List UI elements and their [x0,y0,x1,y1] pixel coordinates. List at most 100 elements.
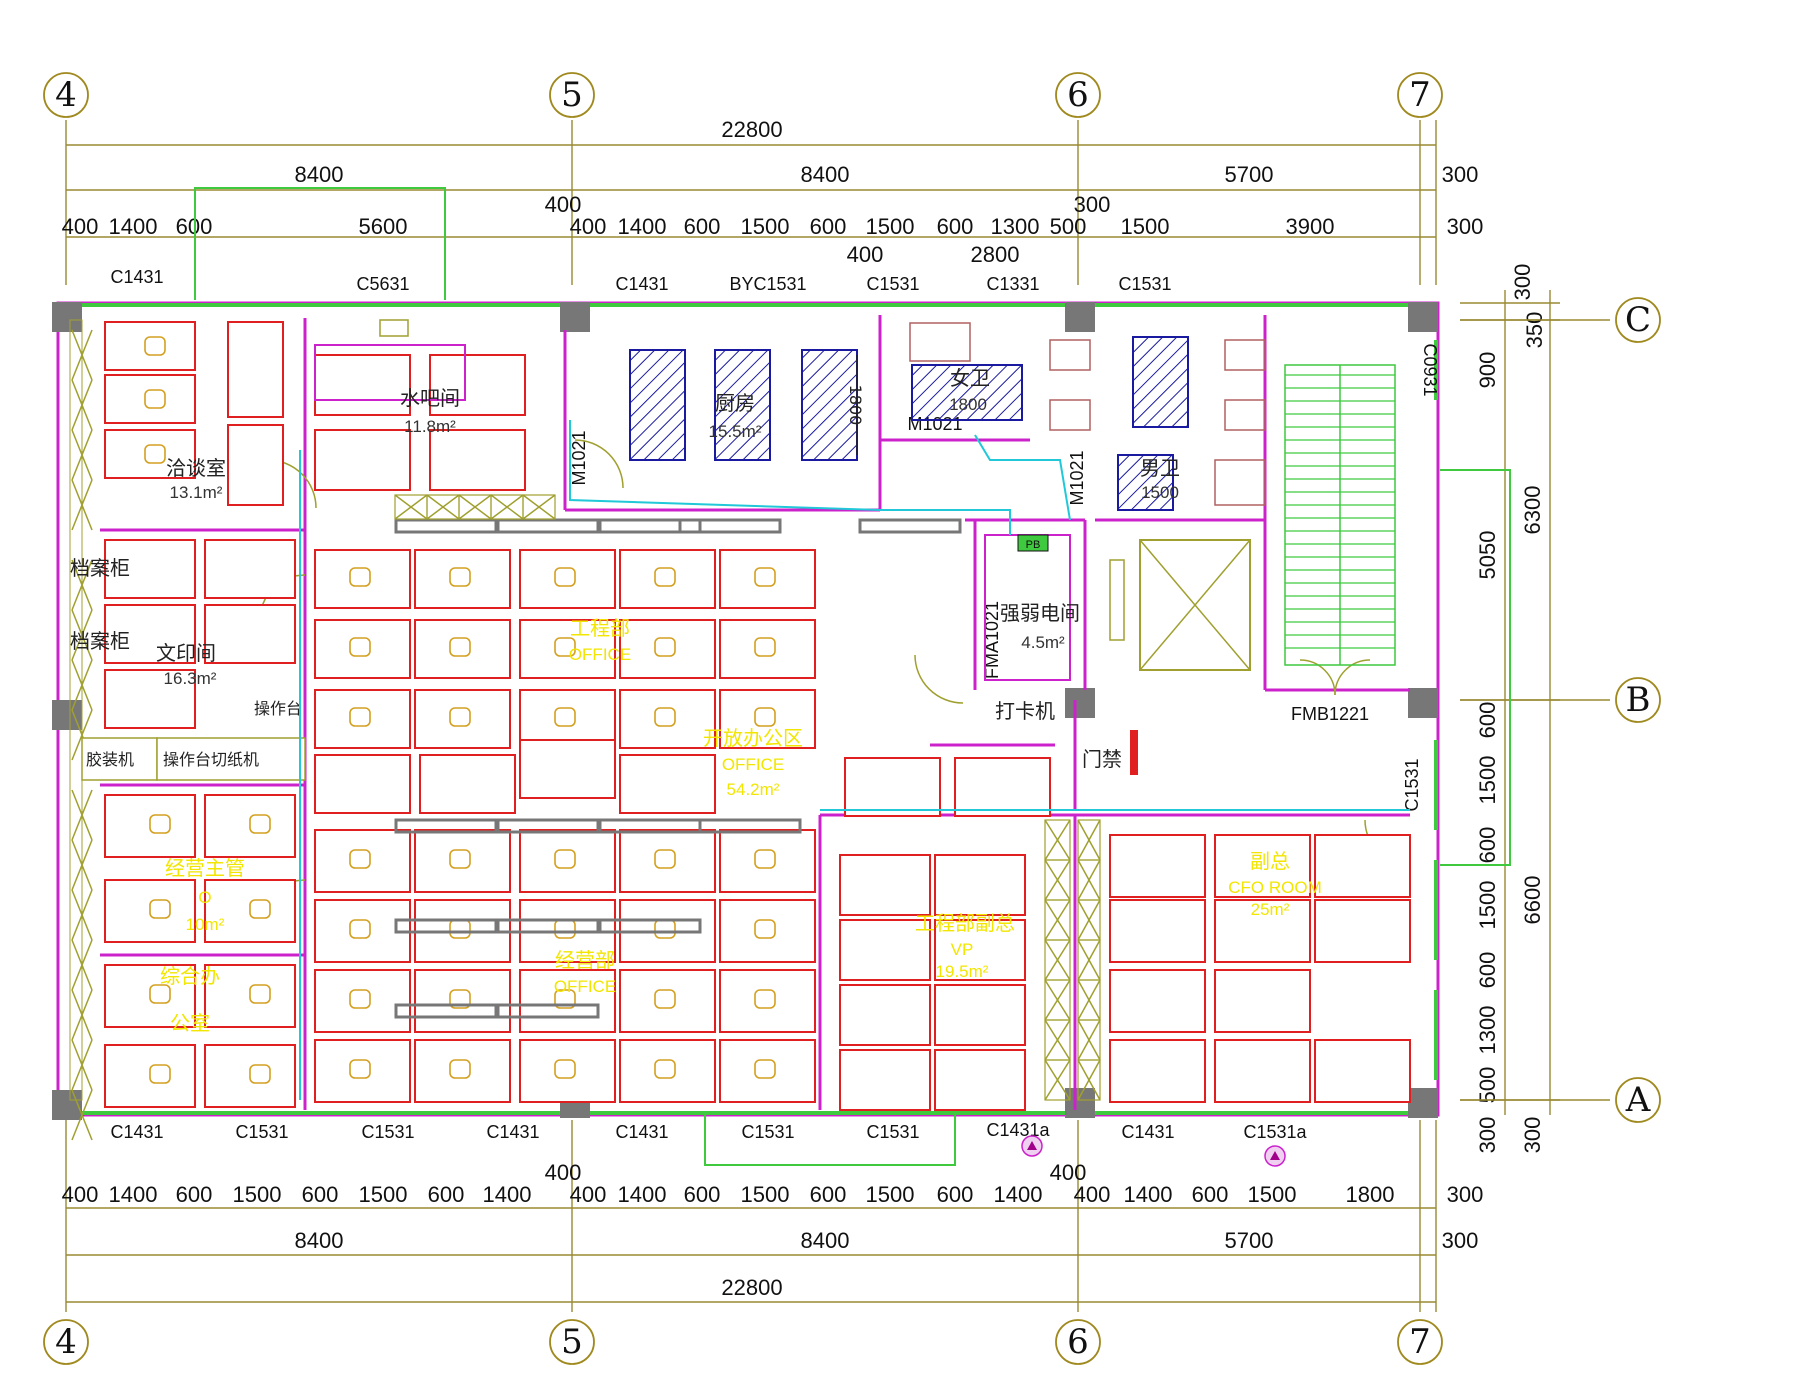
meeting-name: 洽谈室 [166,456,226,480]
chair [754,989,776,1009]
chair [249,814,271,834]
storage-cross [394,494,428,520]
win-top-4: BYC1531 [729,274,806,294]
dim-bottom-detail: 600 [176,1182,213,1207]
chair [449,1059,471,1079]
water-bar-name: 水吧间 [400,386,460,410]
meeting-area: 13.1m² [170,483,223,502]
desk [414,829,511,893]
dim-bottom-span-4: 300 [1442,1228,1479,1253]
cabinet-cross [71,559,93,611]
desk [954,757,1051,817]
win-right-2: C1531 [1402,758,1422,811]
win-top-6: C1331 [986,274,1039,294]
archive-label-2: 档案柜 [70,629,130,653]
desk [429,429,526,491]
desk [414,969,511,1033]
desk [204,879,296,943]
win-right-1: C0931 [1420,343,1440,396]
win-bottom-9: C1431 [1121,1122,1174,1142]
chair [754,1059,776,1079]
desk [619,1039,716,1103]
partition-bar [678,518,782,534]
archive-label-1: 档案柜 [70,556,130,580]
partition-bar [698,818,802,834]
desk [204,539,296,599]
kitchen-area: 1800 厨房 15.5m² [629,349,865,461]
operations-name: 经营部 [555,948,615,972]
desk [1214,969,1311,1033]
chair [249,984,271,1004]
chair [349,637,371,657]
dim-top-detail: 1300 [991,214,1040,239]
dim-bottom-detail: 400 [1050,1160,1087,1185]
dim-right-outer: 350 [1522,312,1547,349]
cabinet-cross [71,429,93,481]
dim-right-inner: 1500 [1475,756,1500,805]
axis-7-top: 7 [1409,75,1431,115]
desk [1109,899,1206,963]
cabinet-cross [71,1089,93,1141]
dim-top-detail: 500 [1050,214,1087,239]
dim-top-detail: 400 [545,192,582,217]
win-bottom-3: C1531 [361,1122,414,1142]
desk [519,739,616,799]
dim-top-detail: 1500 [741,214,790,239]
women-wc-name: 女卫 [950,366,990,390]
desk [619,969,716,1033]
chair [349,1059,371,1079]
service-lines [194,187,1511,1166]
storage-cross [1077,939,1101,981]
partition-bar [496,818,600,834]
dim-top-detail: 400 [62,214,99,239]
manager-sub: O [198,888,211,907]
kitchen-area-label: 15.5m² [709,422,762,441]
binder-label: 胶装机 [86,750,134,769]
dim-bottom-detail: 1400 [1124,1182,1173,1207]
dim-bottom-detail: 1500 [866,1182,915,1207]
dim-right-inner: 600 [1475,702,1500,739]
dim-top-span-3: 5700 [1225,162,1274,187]
desk [104,539,196,599]
dim-bottom-detail: 1800 [1346,1182,1395,1207]
dim-bottom-detail: 1500 [741,1182,790,1207]
dim-bottom-detail: 600 [810,1182,847,1207]
stair-and-elevator [1109,364,1396,671]
win-bottom-2: C1531 [235,1122,288,1142]
chair [349,567,371,587]
partition-bar [496,1003,600,1019]
desk [314,619,411,679]
dim-bottom-span-2: 8400 [801,1228,850,1253]
storage-cell [1044,1059,1071,1101]
dim-bottom-detail: 600 [302,1182,339,1207]
dim-right-inner: 900 [1475,352,1500,389]
dim-top-detail: 600 [937,214,974,239]
chair [554,707,576,727]
women-wc-dim: 1800 [949,395,987,414]
cabinet-cross [71,1039,93,1091]
chair [449,707,471,727]
desk [104,604,196,664]
left-rooms: 洽谈室 13.1m² 档案柜 档案柜 文印间 16.3m² 操作台 胶装机 操作… [69,319,306,1141]
chair [449,567,471,587]
chair [554,989,576,1009]
desk [1109,834,1206,898]
cabinet-cross [71,479,93,531]
pb-label: PB [1026,539,1041,551]
storage-cross [1077,899,1101,941]
dim-right-inner: 600 [1475,952,1500,989]
operations-sub: OFFICE [554,977,616,996]
door-fma1021: FMA1021 [982,601,1002,679]
axis-6-top: 6 [1067,75,1089,115]
electric-area: 4.5m² [1021,633,1065,652]
chair [654,637,676,657]
storage-cross [522,494,556,520]
kitchen-dim: 1800 [846,385,865,426]
dim-top-detail: 600 [684,214,721,239]
dim-right-inner: 5050 [1475,531,1500,580]
storage-cross [426,494,460,520]
desk [419,754,516,814]
storage-cross [490,494,524,520]
desk [519,969,616,1033]
